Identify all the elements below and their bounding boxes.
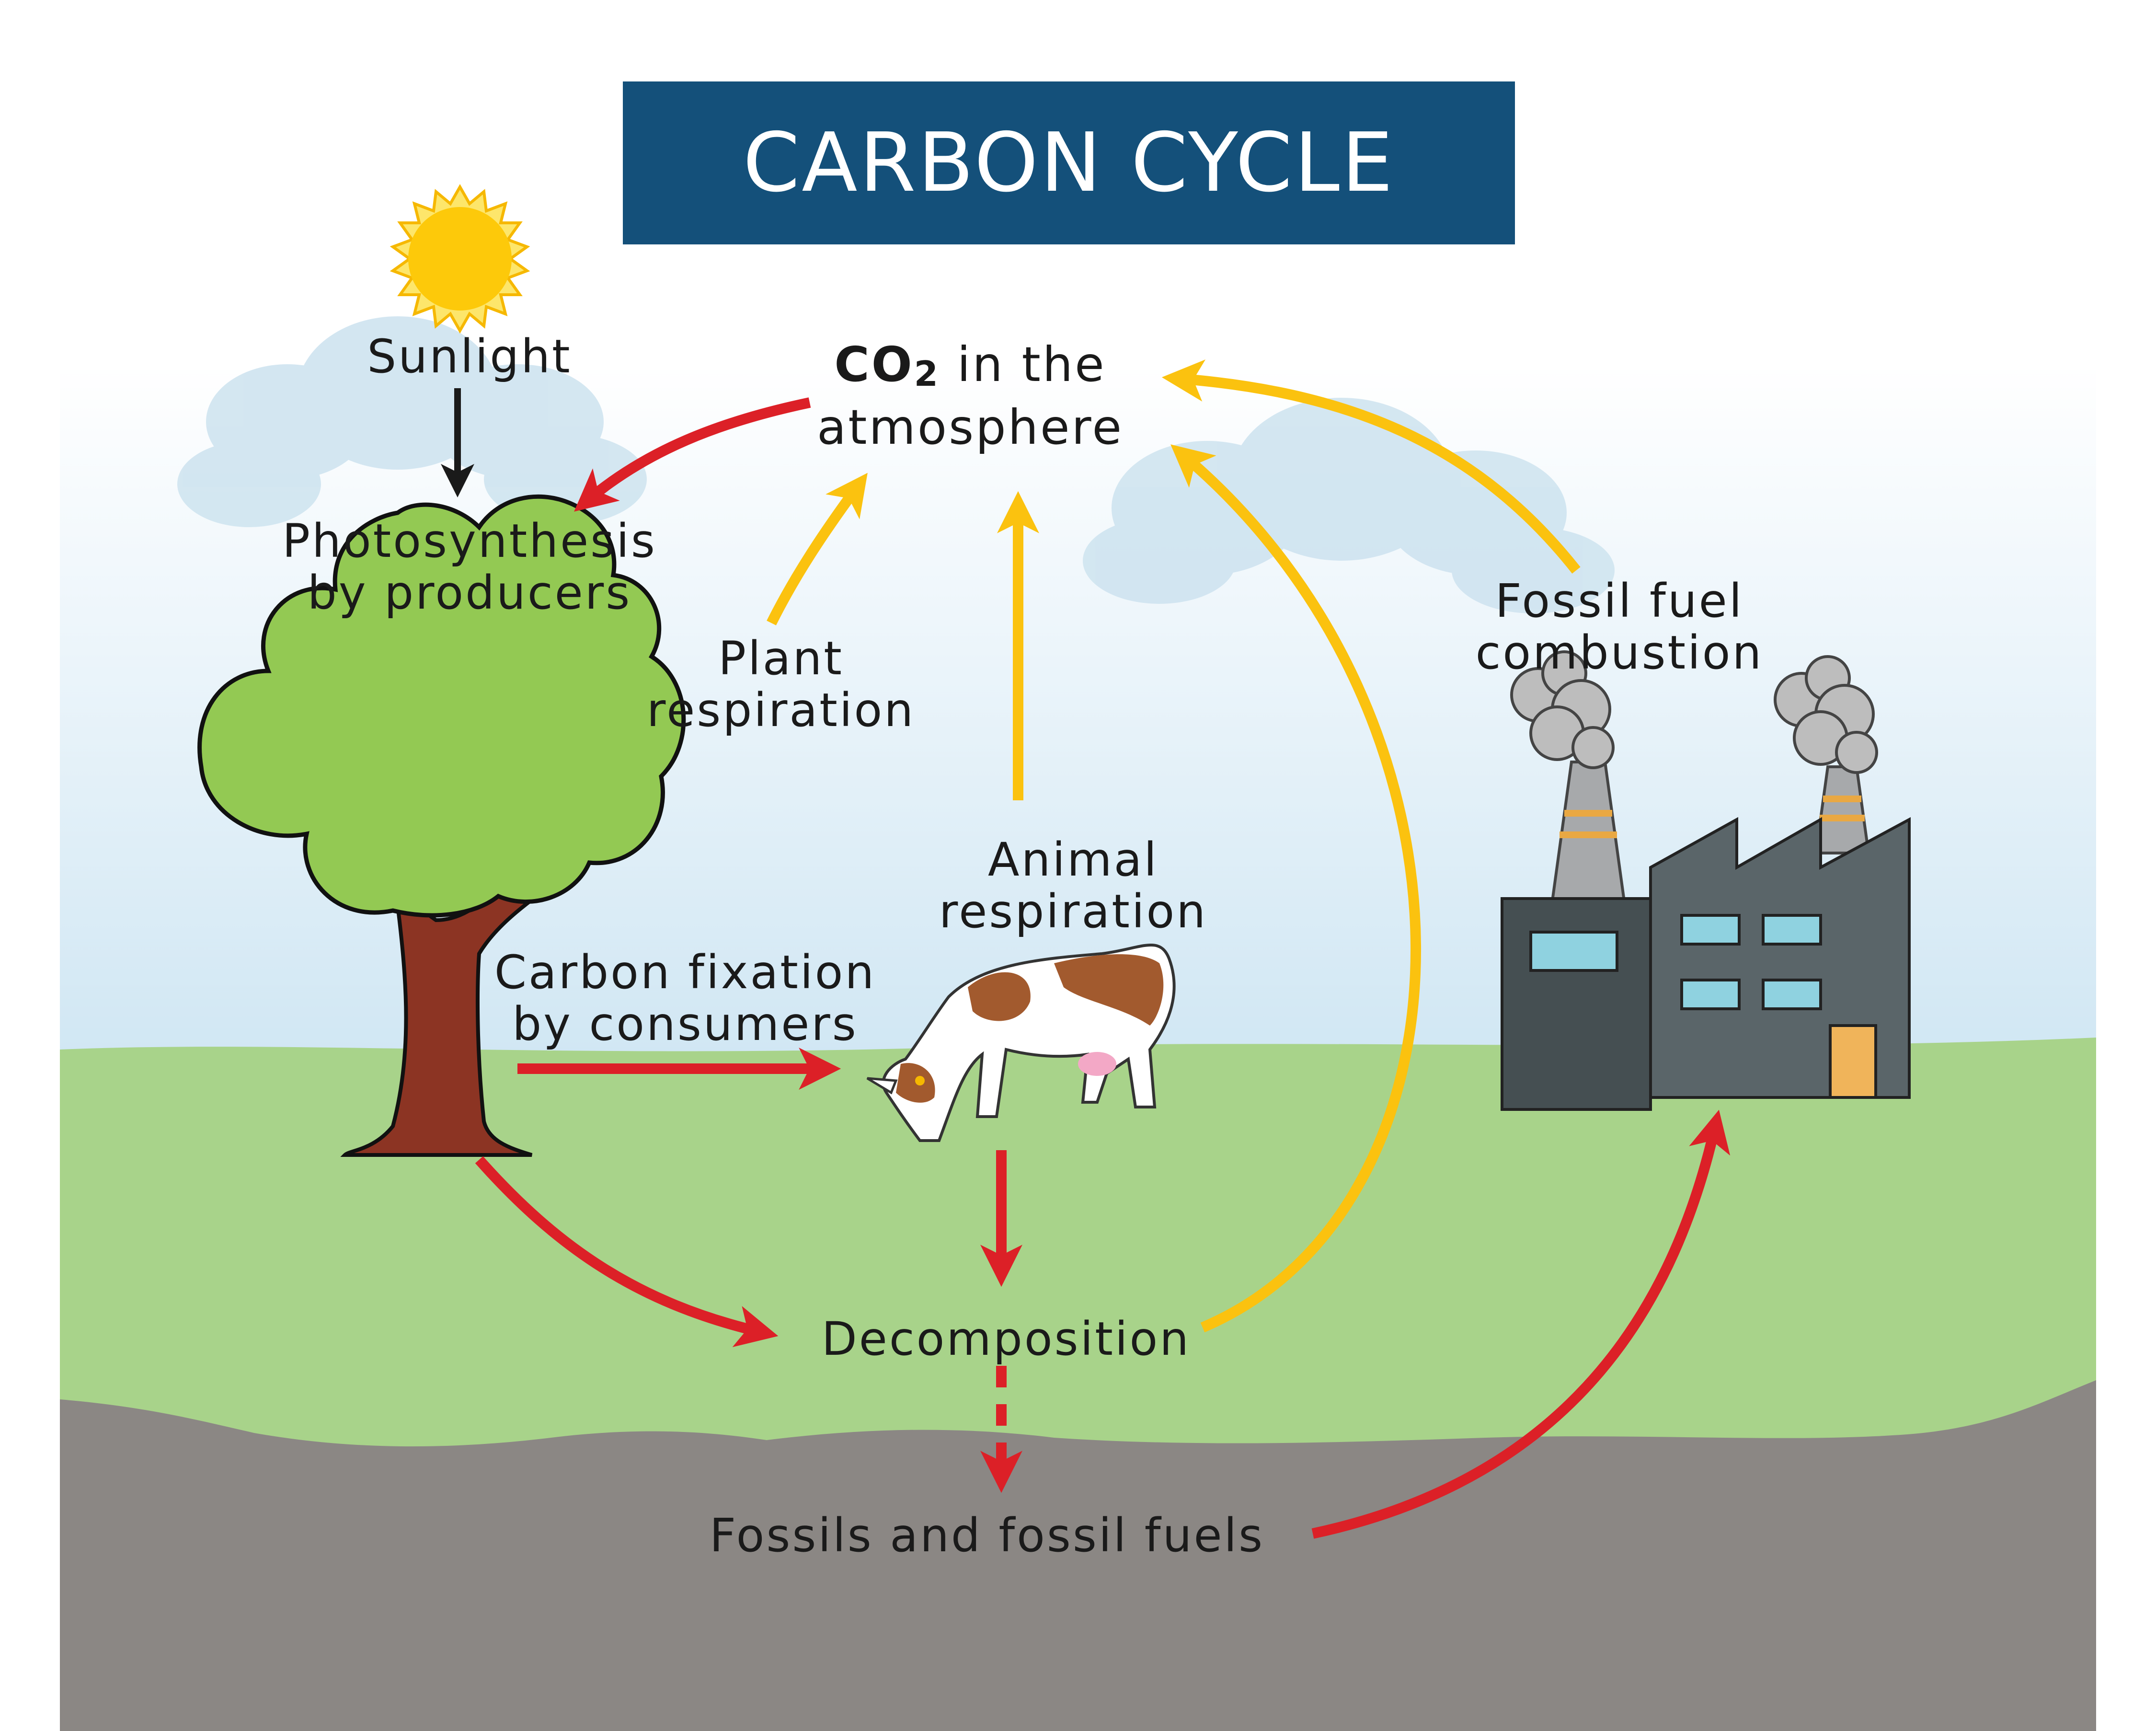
fossils-label: Fossils and fossil fuels xyxy=(652,1510,1322,1561)
co2-line2: atmosphere xyxy=(817,399,1124,455)
tree-canopy xyxy=(197,494,686,918)
fossil-combustion-line2: combustion xyxy=(1475,626,1764,680)
title-banner: CARBON CYCLE xyxy=(623,81,1515,244)
smoke-icon xyxy=(1510,650,1615,769)
co2-line1: CO2 in the xyxy=(767,338,1174,401)
arrow-decomposition-to-co2 xyxy=(1170,444,1421,1333)
arrow-tree-to-decomposition xyxy=(475,1156,779,1347)
photosynthesis-line1: Photosynthesis xyxy=(282,514,657,568)
factory-icon xyxy=(1501,761,1911,1111)
co2-subscript: 2 xyxy=(914,354,940,394)
factory-block-left xyxy=(1501,897,1652,1111)
plant-respiration-line2: respiration xyxy=(646,683,916,737)
sun-icon xyxy=(390,184,530,334)
animal-respiration-line2: respiration xyxy=(939,885,1208,938)
co2-atmosphere-label: CO2 in the atmosphere xyxy=(767,338,1174,454)
fossil-combustion-line1: Fossil fuel xyxy=(1495,574,1744,628)
cow-icon xyxy=(866,943,1176,1142)
fossil-fuel-combustion-label: Fossil fuel combustion xyxy=(1456,575,1782,679)
arrow-combustion-to-co2 xyxy=(1161,359,1581,574)
tree-icon xyxy=(197,494,686,1157)
smoke-icon xyxy=(1774,655,1878,774)
carbon-fixation-line1: Carbon fixation xyxy=(494,946,876,999)
sunlight-text: Sunlight xyxy=(367,330,572,383)
fossils-text: Fossils and fossil fuels xyxy=(709,1509,1265,1562)
carbon-fixation-label: Carbon fixation by consumers xyxy=(479,946,891,1050)
arrow-plant-respiration xyxy=(767,473,868,625)
cloud-icon xyxy=(1083,398,1615,613)
ground-layer xyxy=(60,1380,2096,1731)
animal-respiration-label: Animal respiration xyxy=(891,834,1255,937)
carbon-fixation-line2: by consumers xyxy=(512,997,858,1051)
factory-door xyxy=(1829,1024,1877,1099)
decomposition-text: Decomposition xyxy=(821,1312,1191,1366)
co2-formula: CO xyxy=(834,336,914,392)
arrow-co2-to-photosynthesis xyxy=(574,397,811,512)
co2-in-the: in the xyxy=(940,336,1106,392)
arrow-fossils-to-combustion xyxy=(1311,1109,1731,1539)
plant-respiration-line1: Plant xyxy=(718,632,844,685)
decomposition-label: Decomposition xyxy=(786,1313,1227,1365)
photosynthesis-label: Photosynthesis by producers xyxy=(240,515,700,619)
sunlight-label: Sunlight xyxy=(350,331,589,382)
page-title: CARBON CYCLE xyxy=(743,115,1395,210)
photosynthesis-line2: by producers xyxy=(307,566,632,620)
tree-trunk xyxy=(340,882,542,1157)
plant-respiration-label: Plant respiration xyxy=(618,633,944,736)
animal-respiration-line1: Animal xyxy=(987,833,1159,887)
